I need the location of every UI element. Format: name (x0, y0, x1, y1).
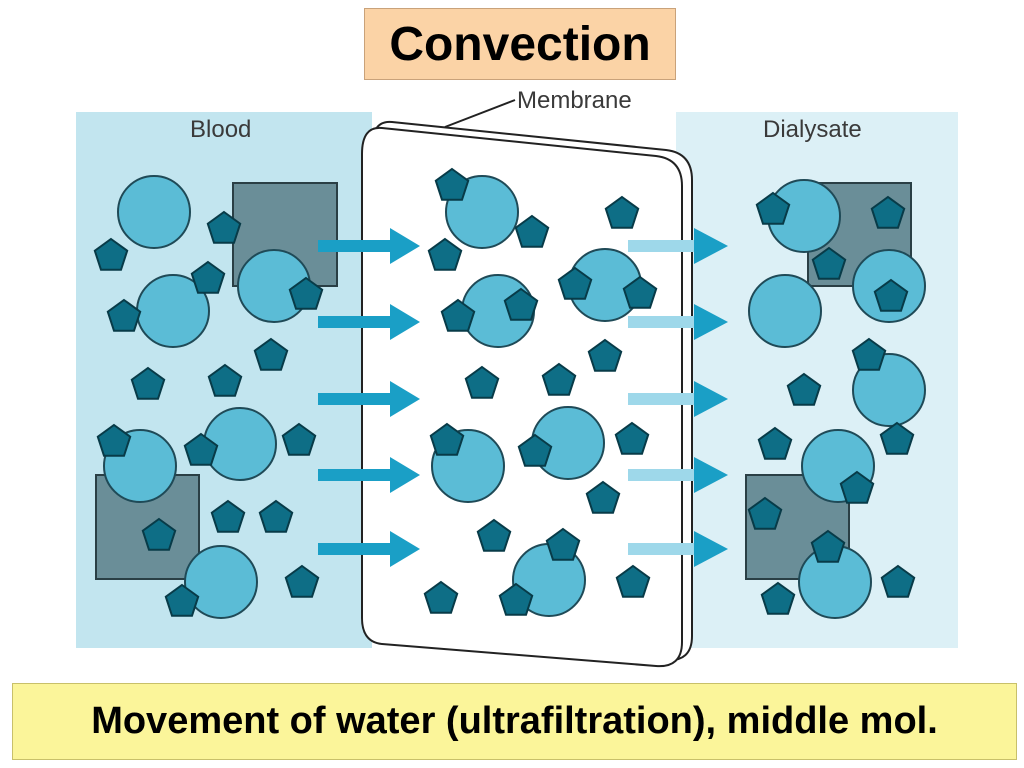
light-arrows (628, 228, 728, 567)
membrane-pointer-line (444, 99, 516, 128)
arrow-right-icon (318, 381, 420, 417)
arrow-right-icon (694, 531, 728, 567)
blood-particles (93, 175, 338, 619)
arrow-right-icon (694, 228, 728, 264)
middle-molecule-circle (117, 175, 191, 249)
arrow-right-icon (694, 304, 728, 340)
arrow-right-icon (694, 381, 728, 417)
convection-diagram: Blood Membrane Dialysate (76, 87, 958, 668)
caption-text: Movement of water (ultrafiltration), mid… (91, 700, 938, 742)
arrow-right-icon (318, 457, 420, 493)
caption-box: Movement of water (ultrafiltration), mid… (12, 683, 1017, 760)
dialysate-particles (745, 179, 926, 619)
arrow-right-icon (318, 304, 420, 340)
dialysate-label: Dialysate (763, 116, 862, 143)
arrow-right-icon (694, 457, 728, 493)
title-box: Convection (364, 8, 676, 80)
blood-label: Blood (190, 116, 251, 143)
arrow-right-icon (318, 228, 420, 264)
membrane-label: Membrane (517, 87, 632, 114)
arrow-right-icon (318, 531, 420, 567)
middle-molecule-circle (748, 274, 822, 348)
title-text: Convection (389, 17, 651, 71)
solid-arrows (318, 228, 420, 567)
